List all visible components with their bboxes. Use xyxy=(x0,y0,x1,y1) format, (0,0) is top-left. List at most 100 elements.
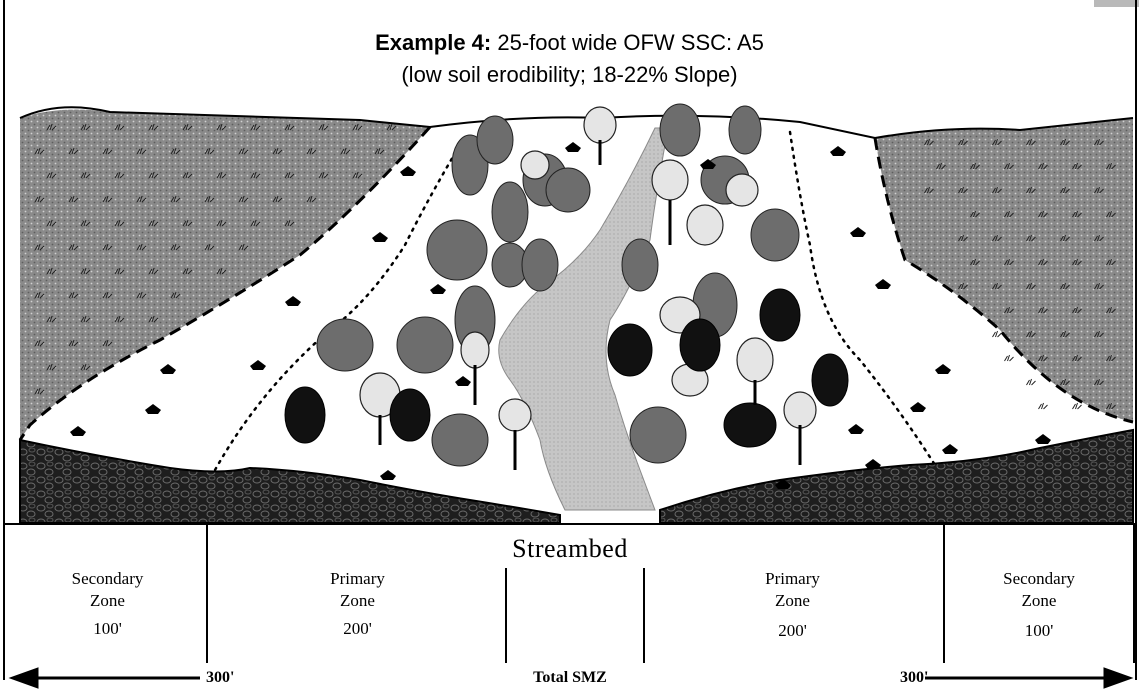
tree xyxy=(491,181,529,243)
tree-trunks xyxy=(378,140,802,470)
grass-mark xyxy=(114,171,125,179)
right-secondary-zone-label: Secondary Zone 100' xyxy=(945,568,1133,642)
right-secondary-line1: Secondary xyxy=(1003,569,1075,588)
grass-mark xyxy=(1038,210,1048,218)
diagram-frame xyxy=(3,0,1137,680)
grass-mark xyxy=(170,195,181,203)
tree xyxy=(583,106,617,144)
title-bold: Example 4: xyxy=(375,30,492,55)
stump xyxy=(910,402,926,412)
tree xyxy=(629,406,687,464)
right-primary-zone-label: Primary Zone 200' xyxy=(695,568,890,642)
tree xyxy=(284,386,326,444)
right-dashed-boundary xyxy=(873,137,1134,424)
grass-mark xyxy=(1026,330,1036,338)
stump xyxy=(380,470,396,480)
grass-mark xyxy=(1004,306,1014,314)
grass-mark xyxy=(352,123,363,131)
grass-mark xyxy=(46,171,57,179)
grass-mark xyxy=(34,387,45,395)
grass-mark xyxy=(1004,354,1014,362)
stump xyxy=(848,424,864,434)
left-slope-shading xyxy=(20,109,430,441)
frame-left-edge xyxy=(3,525,5,663)
grass-mark xyxy=(46,267,57,275)
grass-mark xyxy=(1072,306,1082,314)
grass-mark xyxy=(318,171,329,179)
frame-right-edge xyxy=(1133,525,1135,663)
title-rest: 25-foot wide OFW SSC: A5 xyxy=(497,30,764,55)
grass-mark xyxy=(102,147,113,155)
grass-mark xyxy=(1094,186,1104,194)
grass-mark xyxy=(1026,282,1036,290)
diagram-subtitle: (low soil erodibility; 18-22% Slope) xyxy=(401,62,738,87)
grass-mark xyxy=(102,339,113,347)
grass-mark xyxy=(1026,234,1036,242)
stump xyxy=(850,227,866,237)
grass-mark xyxy=(114,219,125,227)
left-dimension-label: 300' xyxy=(206,669,235,686)
grass-mark xyxy=(216,267,227,275)
right-slope-shading xyxy=(875,118,1133,422)
grass-mark xyxy=(1038,402,1048,410)
grass-mark xyxy=(216,171,227,179)
tree xyxy=(736,337,774,383)
left-secondary-line1: Secondary xyxy=(71,569,144,588)
grass-mark xyxy=(1004,258,1014,266)
grass-mark xyxy=(238,243,249,251)
grass-mark xyxy=(80,123,91,131)
tree-group xyxy=(316,103,800,467)
grass-mark xyxy=(250,123,261,131)
grass-mark xyxy=(80,219,91,227)
grass-mark xyxy=(34,291,45,299)
grass-mark xyxy=(1072,162,1082,170)
tree xyxy=(679,318,721,372)
stump xyxy=(250,360,266,370)
diagram-title: Example 4: 25-foot wide OFW SSC: A5 xyxy=(0,30,1139,56)
tree xyxy=(460,331,490,369)
left-dashed-boundary xyxy=(18,125,432,441)
grass-mark xyxy=(1072,402,1082,410)
grass-mark xyxy=(1060,234,1070,242)
divider-left-secondary xyxy=(206,525,208,663)
grass-mark xyxy=(34,243,45,251)
grass-mark xyxy=(114,267,125,275)
grass-mark xyxy=(102,291,113,299)
grass-mark xyxy=(114,315,125,323)
grass-mark xyxy=(68,291,79,299)
grass-mark xyxy=(68,195,79,203)
zone-table xyxy=(3,523,1135,663)
grass-mark xyxy=(1026,378,1036,386)
grass-mark xyxy=(1060,282,1070,290)
left-primary-width: 200' xyxy=(343,619,372,638)
grass-mark xyxy=(284,123,295,131)
grass-mark xyxy=(34,195,45,203)
tree xyxy=(426,219,488,281)
grass-mark xyxy=(80,315,91,323)
grass-mark xyxy=(284,219,295,227)
tree xyxy=(811,353,849,407)
grass-mark xyxy=(272,195,283,203)
grass-mark xyxy=(1004,162,1014,170)
divider-streambed-right xyxy=(643,568,645,663)
grass-mark xyxy=(1038,162,1048,170)
slope-vegetation-marks xyxy=(34,123,1116,410)
grass-mark xyxy=(216,219,227,227)
grass-mark xyxy=(1072,258,1082,266)
grass-mark xyxy=(1060,330,1070,338)
grass-mark xyxy=(182,123,193,131)
right-dotted-zone-line xyxy=(788,130,937,467)
grass-mark xyxy=(924,138,934,146)
stump xyxy=(372,232,388,242)
grass-mark xyxy=(1106,162,1116,170)
stump xyxy=(700,159,716,169)
grass-mark xyxy=(1026,186,1036,194)
grass-mark xyxy=(1060,186,1070,194)
tree xyxy=(659,103,701,157)
grass-mark xyxy=(924,186,934,194)
left-dotted-zone-line xyxy=(213,143,462,472)
stump xyxy=(565,142,581,152)
stump xyxy=(875,279,891,289)
light-tree-group xyxy=(359,106,817,432)
grass-mark xyxy=(170,147,181,155)
